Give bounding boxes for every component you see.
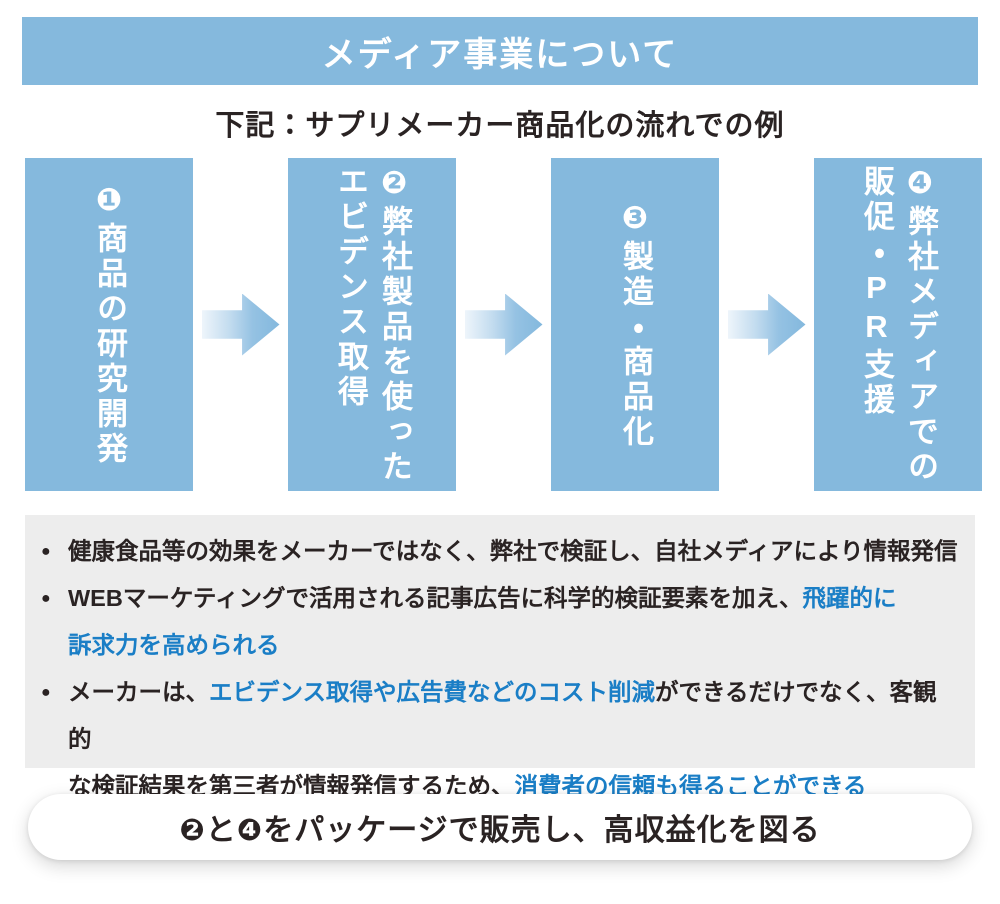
flow-step-2-label: ❷弊社製品を使ったエビデンス取得 <box>333 164 413 485</box>
flow-step-4: ❹弊社メディアでの販促・PR支援 <box>814 158 982 491</box>
bullet-item: ● 健康食品等の効果をメーカーではなく、弊社で検証し、自社メディアにより情報発信 <box>41 528 959 575</box>
flow-step-1: ❶商品の研究開発 <box>25 158 193 491</box>
right-arrow-icon <box>727 293 806 356</box>
bullet-marker-icon: ● <box>41 590 51 607</box>
arrow-cell <box>456 158 551 491</box>
title-bar: メディア事業について <box>22 17 978 85</box>
bullet-text: メーカーは、エビデンス取得や広告費などのコスト削減ができるだけでなく、客観的な検… <box>68 679 937 799</box>
flow-step-2: ❷弊社製品を使ったエビデンス取得 <box>288 158 456 491</box>
bullet-item: ● WEBマーケティングで活用される記事広告に科学的検証要素を加え、飛躍的に訴求力… <box>41 575 959 669</box>
bullet-list: ●健康食品等の効果をメーカーではなく、弊社で検証し、自社メディアにより情報発信●… <box>41 528 959 810</box>
footer-text: ❷と❹をパッケージで販売し、高収益化を図る <box>179 814 821 847</box>
right-arrow-icon <box>464 293 543 356</box>
arrow-cell <box>193 158 288 491</box>
right-arrow-icon <box>201 293 280 356</box>
bullet-text: 健康食品等の効果をメーカーではなく、弊社で検証し、自社メディアにより情報発信 <box>68 538 958 564</box>
footer-banner: ❷と❹をパッケージで販売し、高収益化を図る <box>28 794 972 860</box>
flow-step-4-label: ❹弊社メディアでの販促・PR支援 <box>859 164 939 485</box>
flow-step-3-label: ❸製造・商品化 <box>618 199 653 450</box>
flow-step-3: ❸製造・商品化 <box>551 158 719 491</box>
flow-row: ❶商品の研究開発 ❷弊社製品を使ったエビデンス取得 ❸製造・商品化 ❹弊社メディアでの… <box>25 158 982 491</box>
bullet-marker-icon: ● <box>41 543 51 560</box>
flow-step-1-label: ❶商品の研究開発 <box>92 182 127 467</box>
bullet-text: WEBマーケティングで活用される記事広告に科学的検証要素を加え、飛躍的に訴求力を… <box>68 585 897 658</box>
bullet-marker-icon: ● <box>41 684 51 701</box>
page-title: メディア事業について <box>321 35 679 74</box>
subtitle: 下記：サプリメーカー商品化の流れでの例 <box>215 110 785 142</box>
notes-panel: ●健康食品等の効果をメーカーではなく、弊社で検証し、自社メディアにより情報発信●… <box>25 515 975 799</box>
bullet-item: ● メーカーは、エビデンス取得や広告費などのコスト削減ができるだけでなく、客観的な… <box>41 669 959 810</box>
arrow-cell <box>719 158 814 491</box>
